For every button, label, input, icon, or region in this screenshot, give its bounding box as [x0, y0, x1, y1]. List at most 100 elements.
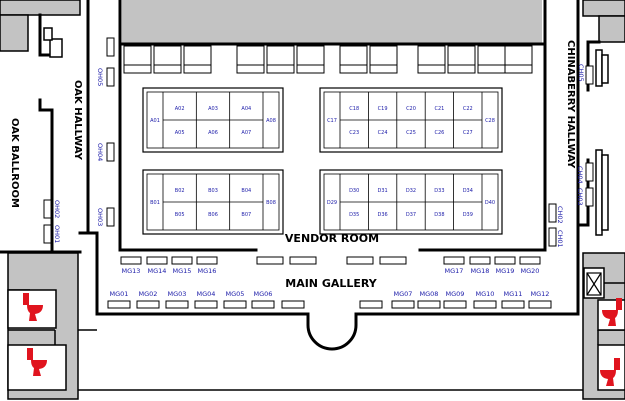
- booth-label[interactable]: A03: [208, 106, 218, 112]
- gallery-booth-label[interactable]: MG11: [504, 290, 523, 298]
- gallery-booth-label[interactable]: MG10: [476, 290, 495, 298]
- booth-label[interactable]: A02: [175, 106, 185, 112]
- booth-label[interactable]: D33: [434, 188, 444, 194]
- gallery-table: [501, 300, 525, 309]
- booth-label[interactable]: A08: [266, 118, 276, 124]
- booth-label[interactable]: D32: [406, 188, 416, 194]
- gallery-table: [256, 256, 284, 265]
- gallery-table: [473, 300, 497, 309]
- gallery-table: [146, 256, 168, 265]
- gallery-booth-label[interactable]: MG17: [445, 267, 464, 275]
- gallery-booth-label[interactable]: MG19: [496, 267, 515, 275]
- booth-label[interactable]: B08: [266, 200, 276, 206]
- booth-label[interactable]: C25: [406, 130, 416, 136]
- booth-label[interactable]: C26: [434, 130, 444, 136]
- gallery-booth-label[interactable]: MG03: [168, 290, 187, 298]
- booth-label[interactable]: B05: [175, 212, 185, 218]
- booth-label[interactable]: C21: [434, 106, 444, 112]
- booth-label[interactable]: C19: [378, 106, 388, 112]
- gallery-table: [251, 300, 275, 309]
- gallery-table: [196, 256, 218, 265]
- booth-label[interactable]: D31: [377, 188, 387, 194]
- vendor-room-label: VENDOR ROOM: [285, 232, 379, 245]
- hallway-booth-label[interactable]: CH05: [577, 64, 585, 82]
- booth-label[interactable]: B06: [208, 212, 218, 218]
- hallway-table: [548, 227, 557, 247]
- gallery-booth-label[interactable]: MG05: [226, 290, 245, 298]
- hallway-booth-label[interactable]: OH05: [96, 68, 104, 86]
- booth-label[interactable]: D36: [377, 212, 387, 218]
- booth-label[interactable]: D38: [434, 212, 444, 218]
- booth-label[interactable]: D30: [349, 188, 359, 194]
- booth-label[interactable]: D29: [327, 200, 337, 206]
- gallery-booth-label[interactable]: MG20: [521, 267, 540, 275]
- booth-label[interactable]: C17: [327, 118, 337, 124]
- hallway-booth-label[interactable]: CH02: [556, 206, 564, 224]
- gallery-booth-label[interactable]: MG01: [110, 290, 129, 298]
- restroom-icon: [602, 298, 622, 326]
- booth-label[interactable]: C27: [463, 130, 473, 136]
- booth-label[interactable]: B07: [241, 212, 251, 218]
- hallway-table: [585, 162, 594, 182]
- gallery-table: [346, 256, 374, 265]
- booth-label[interactable]: B01: [150, 200, 160, 206]
- booth-label[interactable]: C22: [463, 106, 473, 112]
- hallway-booth-label[interactable]: CH03: [576, 188, 584, 206]
- gallery-table: [443, 300, 467, 309]
- booth-label[interactable]: A07: [241, 130, 251, 136]
- gallery-booth-label[interactable]: MG12: [531, 290, 550, 298]
- gallery-booth-label[interactable]: MG09: [446, 290, 465, 298]
- oak-ballroom-label: OAK BALLROOM: [9, 118, 20, 208]
- gallery-table: [223, 300, 247, 309]
- hallway-table: [106, 142, 115, 162]
- hallway-booth-label[interactable]: OH03: [96, 208, 104, 226]
- booth-label[interactable]: C23: [349, 130, 359, 136]
- gallery-booth-label[interactable]: MG14: [148, 267, 167, 275]
- booth-label[interactable]: B03: [208, 188, 218, 194]
- booth-label[interactable]: C28: [485, 118, 495, 124]
- gallery-booth-label[interactable]: MG06: [254, 290, 273, 298]
- gallery-booth-label[interactable]: MG07: [394, 290, 413, 298]
- gallery-booth-label[interactable]: MG18: [471, 267, 490, 275]
- hallway-booth-label[interactable]: CH04: [576, 166, 584, 184]
- booth-label[interactable]: D34: [463, 188, 473, 194]
- hallway-booth-label[interactable]: OH04: [96, 143, 104, 161]
- gallery-table: [289, 256, 317, 265]
- booth-label[interactable]: D35: [349, 212, 359, 218]
- booth-label[interactable]: D40: [485, 200, 495, 206]
- gallery-table: [417, 300, 441, 309]
- hallway-booth-label[interactable]: OH01: [53, 225, 61, 243]
- booth-label[interactable]: D39: [463, 212, 473, 218]
- booth-label[interactable]: C18: [349, 106, 359, 112]
- hallway-table: [43, 224, 52, 244]
- booth-label[interactable]: C20: [406, 106, 416, 112]
- restroom-icon: [27, 348, 47, 376]
- gallery-table: [136, 300, 160, 309]
- gallery-booth-label[interactable]: MG15: [173, 267, 192, 275]
- gallery-table: [391, 300, 415, 309]
- gallery-booth-label[interactable]: MG13: [122, 267, 141, 275]
- chinaberry-hallway-label: CHINABERRY HALLWAY: [565, 40, 576, 169]
- booth-label[interactable]: B02: [175, 188, 185, 194]
- booth-label[interactable]: A05: [175, 130, 185, 136]
- booth-label[interactable]: A04: [241, 106, 251, 112]
- hallway-booth-label[interactable]: CH01: [556, 230, 564, 248]
- gallery-table: [281, 300, 305, 309]
- gallery-booth-label[interactable]: MG04: [197, 290, 216, 298]
- booth-label[interactable]: A01: [150, 118, 160, 124]
- booth-label[interactable]: D37: [406, 212, 416, 218]
- gallery-booth-label[interactable]: MG08: [420, 290, 439, 298]
- booth-label[interactable]: A06: [208, 130, 218, 136]
- gallery-booth-label[interactable]: MG16: [198, 267, 217, 275]
- booth-label[interactable]: B04: [241, 188, 251, 194]
- hallway-booth-label[interactable]: OH02: [53, 200, 61, 218]
- booth-label[interactable]: C24: [378, 130, 388, 136]
- gallery-booth-label[interactable]: MG02: [139, 290, 158, 298]
- hallway-table: [43, 199, 52, 219]
